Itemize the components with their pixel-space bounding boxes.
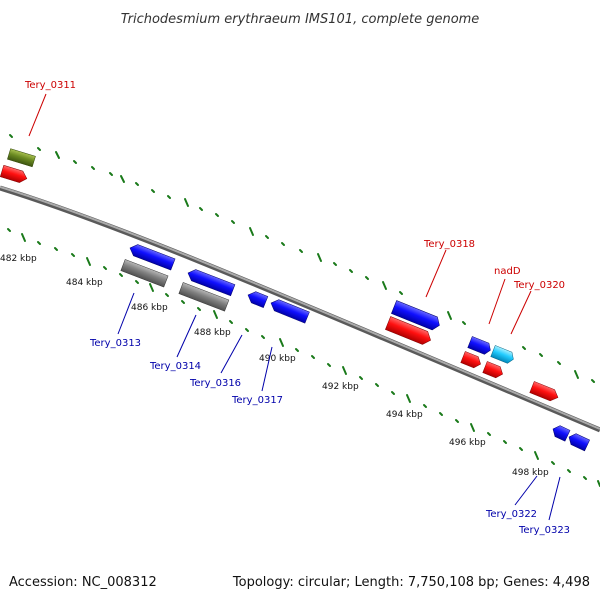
gene-nadd-block[interactable] <box>490 345 516 364</box>
kbp-label: 484 kbp <box>66 278 103 288</box>
gene-red-arrow[interactable] <box>529 381 560 403</box>
gene-tery-0318-block[interactable] <box>391 300 442 332</box>
gene-label-tery-0314[interactable]: Tery_0314 <box>149 361 201 372</box>
gene-label-nadd[interactable]: nadD <box>494 266 521 277</box>
gene-red-arrow[interactable] <box>0 164 28 184</box>
reverse-tick-ring <box>7 228 600 487</box>
gene-label-tery-0317[interactable]: Tery_0317 <box>231 395 283 406</box>
kbp-label: 488 kbp <box>194 328 231 338</box>
map-title: Trichodesmium erythraeum IMS101, complet… <box>121 12 480 27</box>
gene-gray-block[interactable] <box>120 259 169 288</box>
genome-stats-text: Topology: circular; Length: 7,750,108 bp… <box>232 575 590 590</box>
gene-tery-0320-arrow[interactable] <box>482 361 505 379</box>
gene-label-tery-0316[interactable]: Tery_0316 <box>189 378 241 389</box>
gene-gray-block[interactable] <box>178 282 230 312</box>
kbp-label: 492 kbp <box>322 382 359 392</box>
reverse-genes <box>120 242 590 452</box>
kbp-label: 486 kbp <box>131 303 168 313</box>
gene-label-tery-0313[interactable]: Tery_0313 <box>89 338 141 349</box>
gene-tery-0314-block[interactable] <box>186 267 236 297</box>
gene-tery-0313-block[interactable] <box>128 242 176 271</box>
kbp-label: 490 kbp <box>259 354 296 364</box>
kbp-label: 482 kbp <box>0 254 37 264</box>
kbp-label: 498 kbp <box>512 468 549 478</box>
kbp-scale: 482 kbp 484 kbp 486 kbp 488 kbp 490 kbp … <box>0 254 549 478</box>
gene-blue-block[interactable] <box>467 336 493 355</box>
gene-tery-0317-block[interactable] <box>269 297 310 324</box>
leader-lines <box>28 93 561 521</box>
gene-tery-0322-block[interactable] <box>550 424 571 442</box>
gene-tery-0311-block[interactable] <box>7 148 36 168</box>
gene-tery-0316-block[interactable] <box>246 289 269 309</box>
forward-tick-ring <box>9 134 595 383</box>
gene-red-arrow[interactable] <box>460 351 483 369</box>
gene-label-tery-0311[interactable]: Tery_0311 <box>24 80 76 91</box>
gene-label-tery-0320[interactable]: Tery_0320 <box>513 280 565 291</box>
kbp-label: 496 kbp <box>449 438 486 448</box>
accession-text: Accession: NC_008312 <box>9 575 157 590</box>
gene-label-tery-0322[interactable]: Tery_0322 <box>485 509 537 520</box>
gene-red-arrow[interactable] <box>385 316 433 347</box>
gene-labels: Tery_0311 Tery_0318 nadD Tery_0320 Tery_… <box>24 80 570 536</box>
genome-backbone <box>0 185 600 433</box>
kbp-label: 494 kbp <box>386 410 423 420</box>
gene-tery-0323-block[interactable] <box>566 432 590 452</box>
gene-label-tery-0318[interactable]: Tery_0318 <box>423 239 475 250</box>
gene-label-tery-0323[interactable]: Tery_0323 <box>518 525 570 536</box>
forward-genes <box>0 148 560 403</box>
